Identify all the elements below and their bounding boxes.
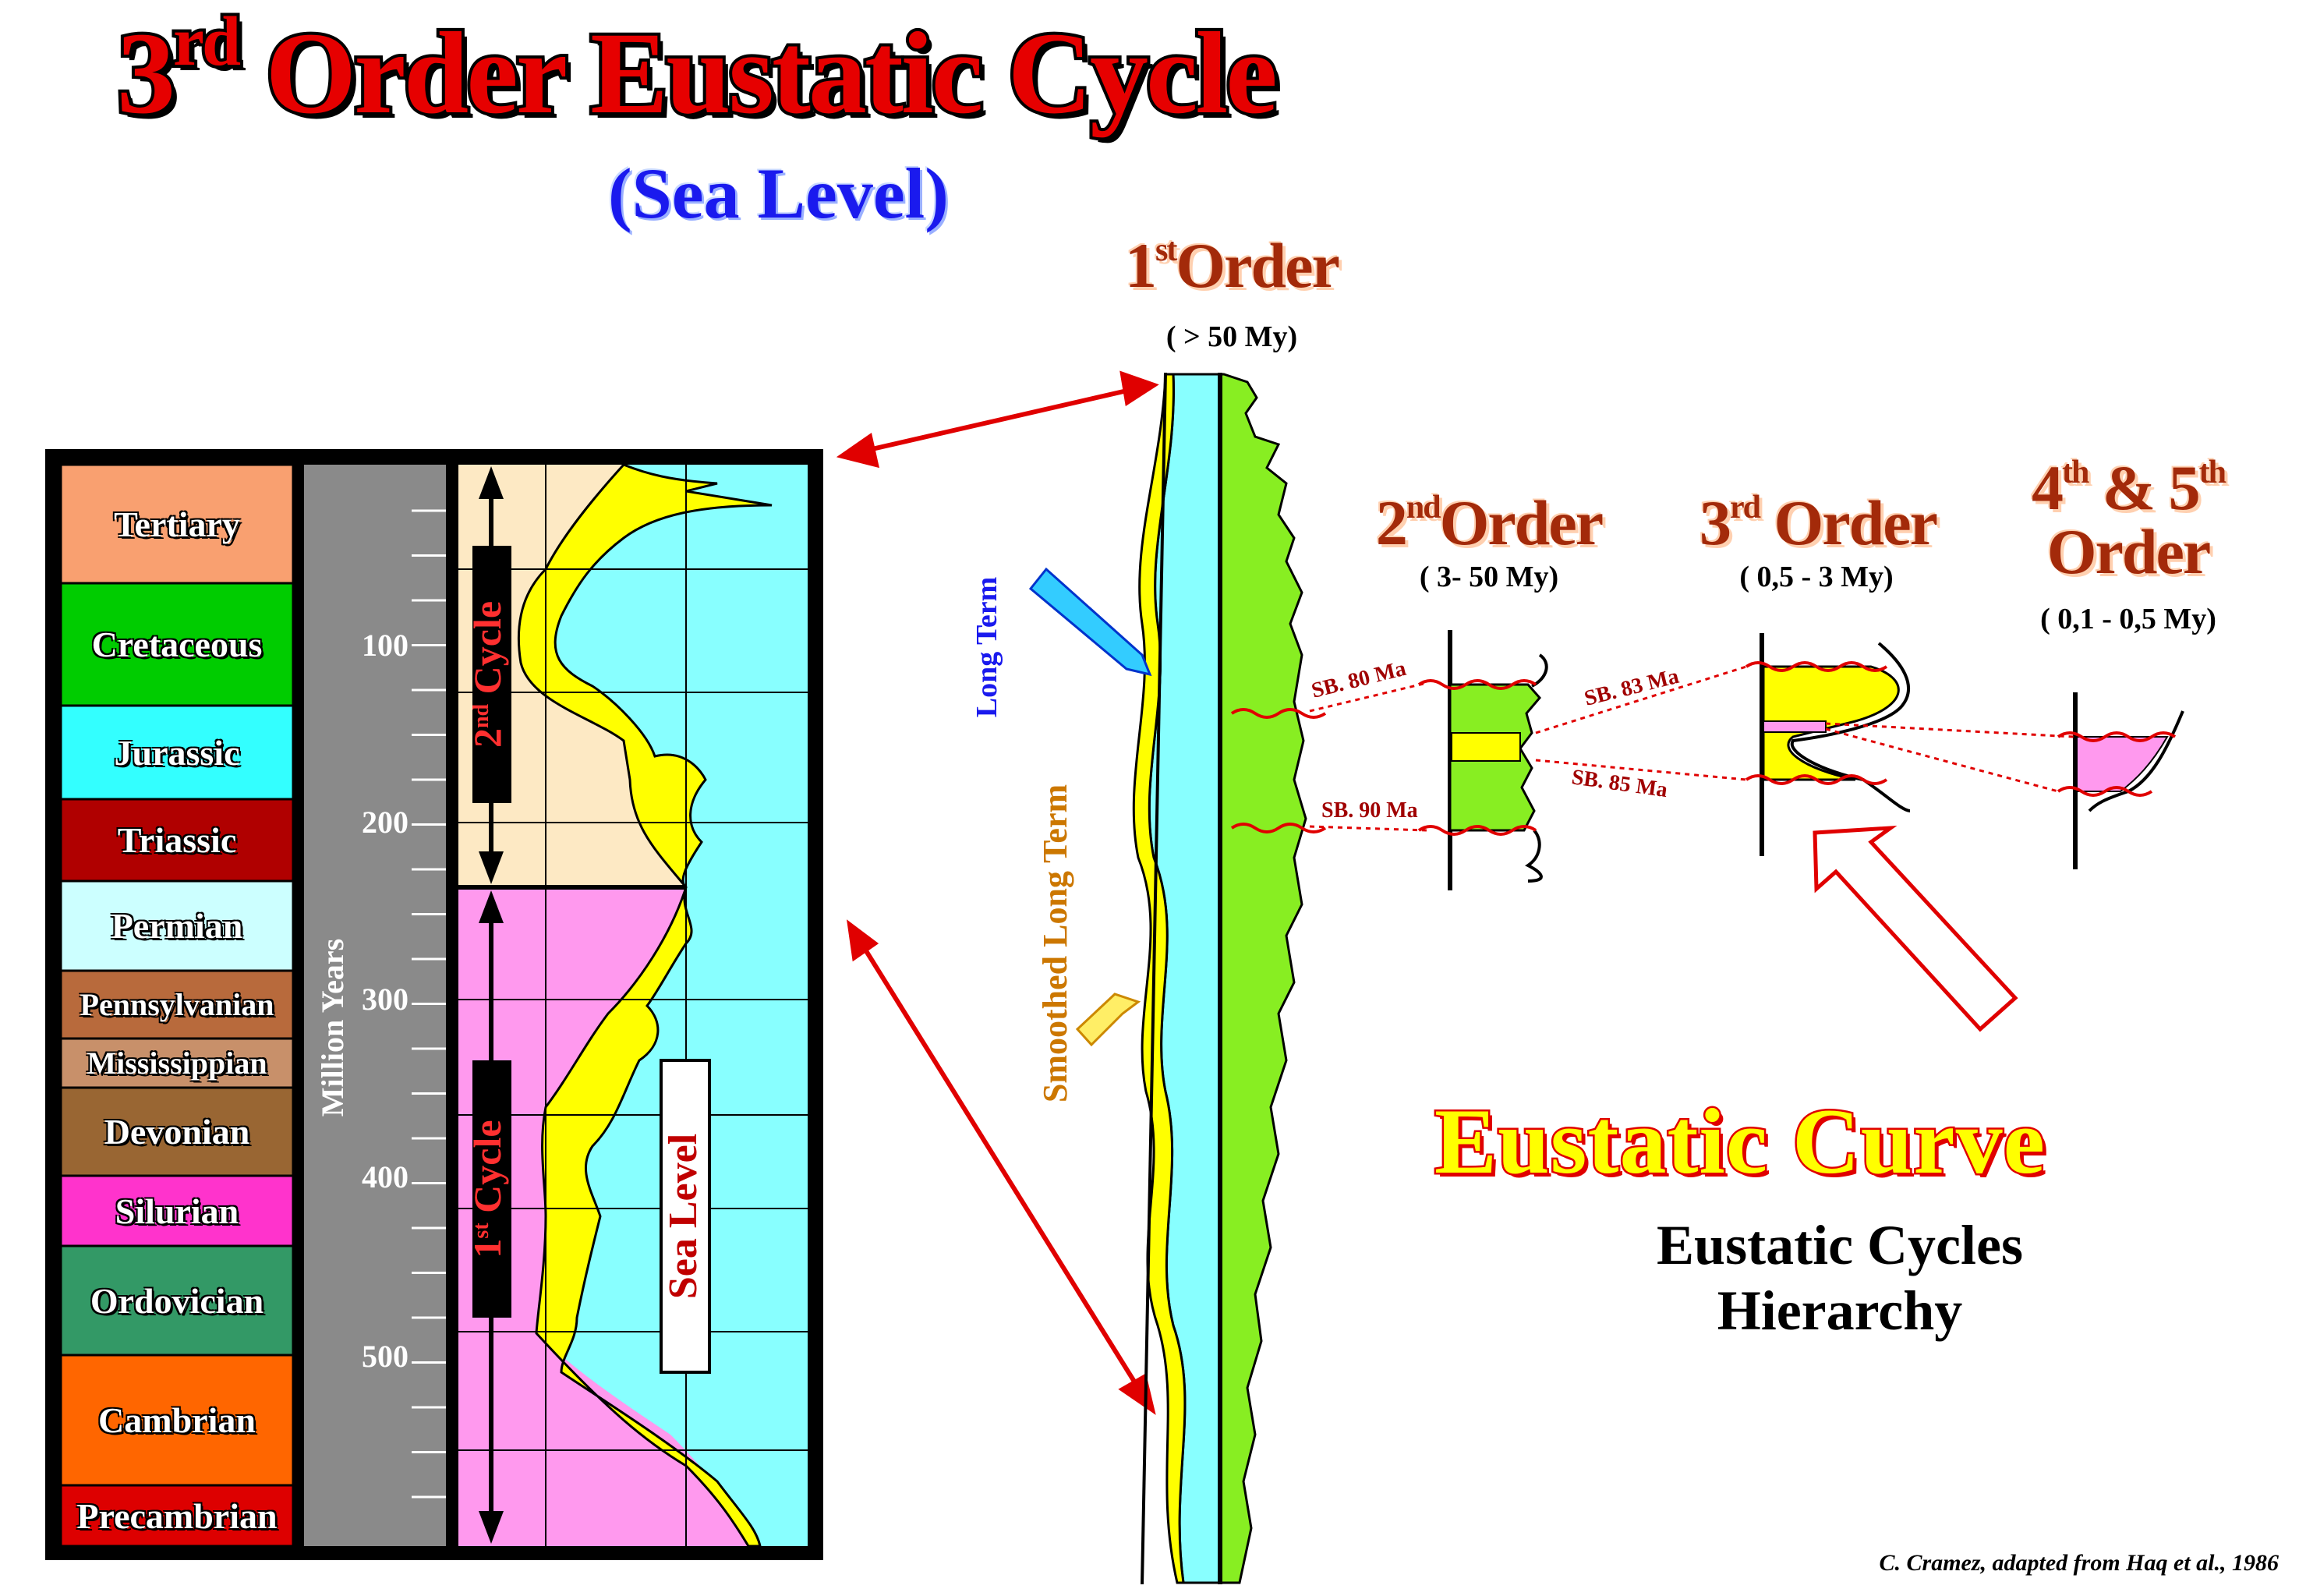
zoom-arrows [836,370,1159,1415]
cycle-1-arrow [472,890,511,1544]
time-axis-ticks [412,509,446,1499]
sb-line-fourth-bottom [2057,786,2153,797]
period-label-cambrian: Cambrian [98,1400,256,1440]
yellow-band [517,463,773,1548]
sb-line-90-second [1417,825,1537,836]
sb-83-label: SB. 83 Ma [1582,664,1682,711]
sea-level-box [660,1059,711,1374]
fourth-order-pink [2076,736,2169,792]
long-term-label: Long Term [971,577,1003,718]
first-order-left-edge [1141,372,1167,1585]
period-label-cretaceous: Cretaceous [91,625,263,664]
highlight-arrow [1813,825,2018,1032]
period-block-ordovician [59,1244,295,1357]
period-label-mississippian: Mississippian [87,1046,267,1081]
time-axis-label: Million Years [315,939,350,1117]
first-order-title: 1stOrder [1125,230,1340,301]
period-block-silurian [59,1174,295,1247]
period-label-tertiary: Tertiary [114,504,240,544]
third-order-curve [1790,642,1911,812]
third-order-title: 3rd Order [1699,487,1938,558]
period-label-triassic: Triassic [117,820,237,860]
eustatic-curve-title: Eustatic Curve [1433,1088,2047,1195]
time-tick-label: 400 [362,1159,409,1194]
period-label-pennsylvanian: Pennsylvanian [80,987,274,1022]
sb-line-fourth-top [2057,731,2177,742]
sb-line-80-second [1417,679,1537,690]
sb-85-label: SB. 85 Ma [1570,765,1669,802]
sea-level-label: Sea Level [661,1134,706,1299]
first-order-yellow [1132,373,1187,1584]
period-block-cambrian [59,1354,295,1487]
period-block-cretaceous [59,582,295,707]
period-label-silurian: Silurian [115,1191,239,1231]
credit-line: C. Cramez, adapted from Haq et al., 1986 [1879,1550,2280,1576]
periods-column [59,463,295,1548]
cycle-2-label: 2nd Cycle [465,601,509,748]
sb-line-90-first [1230,823,1327,833]
period-label-devonian: Devonian [104,1112,250,1152]
period-label-ordovician: Ordovician [90,1280,264,1321]
time-tick-label: 500 [362,1339,409,1374]
fourth-order-curve [2088,710,2184,812]
second-order-range: ( 3- 50 My) [1419,561,1559,593]
correlation-lines [1309,665,2074,832]
period-block-tertiary [59,463,295,585]
fourth-fifth-order-range: ( 0,1 - 0,5 My) [2040,603,2216,635]
page-subtitle: (Sea Level) [608,154,949,233]
period-label-jurassic: Jurassic [114,732,240,773]
period-label-permian: Permian [111,906,243,946]
time-tick-label: 100 [362,628,409,663]
time-tick-label: 200 [362,805,409,840]
cycle-1-label: 1st Cycle [465,1120,509,1258]
sb-line-85-third [1745,774,1888,785]
pink-region [458,887,760,1546]
cycle-2-arrow [472,466,511,884]
period-block-devonian [59,1086,295,1177]
first-order-green [1218,373,1307,1584]
sb-80-label: SB. 80 Ma [1309,656,1409,703]
time-tick-label: 300 [362,982,409,1017]
long-term-arrow [1028,567,1152,677]
period-block-jurassic [59,704,295,801]
sb-90-label: SB. 90 Ma [1321,798,1418,823]
chart-grid [458,465,808,1546]
sb-line-80-first [1230,708,1327,719]
second-order-title: 2ndOrder [1375,487,1604,558]
third-order-range: ( 0,5 - 3 My) [1739,561,1894,593]
period-label-precambrian: Precambrian [76,1495,278,1536]
first-order-range: ( > 50 My) [1165,320,1298,353]
third-order-pink [1763,720,1827,733]
sb-line-83-third [1745,661,1888,672]
smoothed-arrow [1075,993,1141,1047]
page-title: 3rd Order Eustatic Cycle [114,0,1281,141]
period-block-triassic [59,798,295,883]
period-block-precambrian [59,1484,295,1548]
second-order-yellow [1451,732,1521,762]
smoothed-long-term-label: Smoothed Long Term [1036,784,1074,1102]
